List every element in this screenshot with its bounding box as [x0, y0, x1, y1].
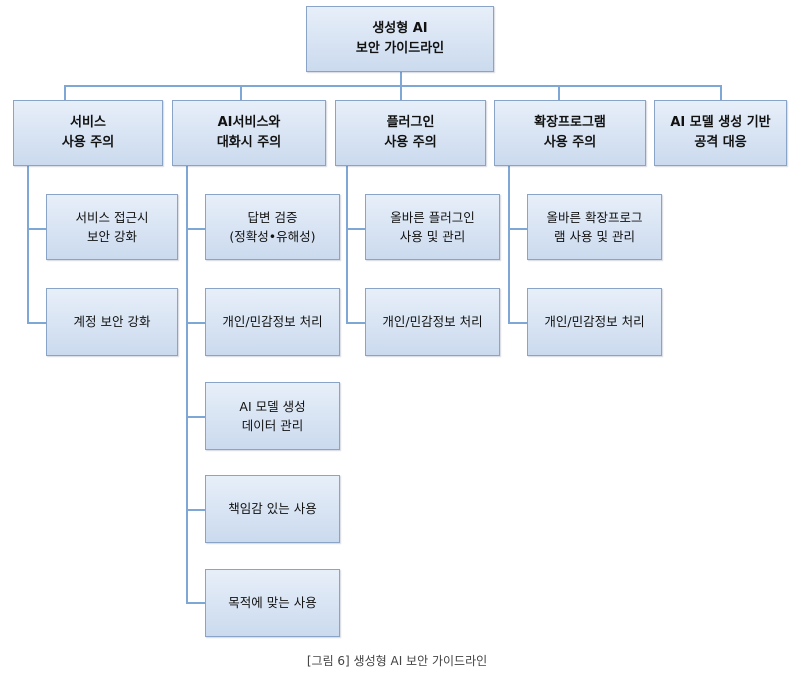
guideline-item: 올바른 확장프로그 램 사용 및 관리	[527, 194, 662, 260]
guideline-item: 서비스 접근시 보안 강화	[46, 194, 178, 260]
category-label-line-1: 플러그인	[386, 114, 435, 130]
root-title-line-1: 생성형 AI	[372, 20, 428, 36]
guideline-item: 올바른 플러그인 사용 및 관리	[365, 194, 500, 260]
connector	[720, 85, 722, 100]
connector	[346, 322, 365, 324]
item-label-line-2: 사용 및 관리	[399, 229, 466, 244]
category-label-line-2: 사용 주의	[384, 135, 437, 150]
guideline-item: 개인/민감정보 처리	[365, 288, 500, 356]
connector	[186, 166, 188, 604]
connector	[27, 322, 46, 324]
item-label-line-2: 보안 강화	[87, 229, 137, 244]
guideline-item: AI 모델 생성 데이터 관리	[205, 382, 340, 450]
item-label-line-1: 답변 검증	[247, 209, 298, 225]
item-label-line-2: 데이터 관리	[241, 418, 304, 433]
item-label-line-1: 서비스 접근시	[75, 209, 149, 225]
connector	[346, 228, 365, 230]
connector	[186, 416, 205, 418]
item-label-line-1: 올바른 플러그인	[390, 209, 475, 225]
root-node: 생성형 AI 보안 가이드라인	[306, 6, 494, 72]
category-label-line-2: 사용 주의	[543, 135, 597, 150]
guideline-item: 책임감 있는 사용	[205, 475, 340, 543]
category-label-line-2: 사용 주의	[61, 135, 115, 150]
connector	[400, 72, 402, 86]
category-service: 서비스 사용 주의	[13, 100, 163, 166]
connector	[186, 602, 205, 604]
figure-caption: [그림 6] 생성형 AI 보안 가이드라인	[306, 654, 488, 668]
guideline-item: 목적에 맞는 사용	[205, 569, 340, 637]
connector	[508, 166, 510, 324]
connector	[64, 85, 66, 100]
connector	[186, 228, 205, 230]
category-label-line-1: 서비스	[70, 114, 106, 130]
guideline-item: 개인/민감정보 처리	[205, 288, 340, 356]
connector	[186, 509, 205, 511]
item-label-line-1: 올바른 확장프로그	[546, 209, 643, 225]
item-label-line-1: 개인/민감정보 처리	[222, 314, 323, 330]
connector	[27, 228, 46, 230]
guideline-item: 계정 보안 강화	[46, 288, 178, 356]
category-label-line-1: AI서비스와	[217, 114, 281, 130]
connector	[186, 322, 205, 324]
category-ai-conversation: AI서비스와 대화시 주의	[172, 100, 326, 166]
category-label-line-2: 공격 대응	[694, 135, 747, 150]
connector	[508, 228, 527, 230]
guideline-item: 개인/민감정보 처리	[527, 288, 662, 356]
connector	[508, 322, 527, 324]
item-label-line-1: AI 모델 생성	[239, 398, 306, 414]
category-label-line-1: AI 모델 생성 기반	[670, 114, 771, 130]
item-label-line-1: 개인/민감정보 처리	[382, 314, 483, 330]
connector	[240, 85, 242, 100]
connector	[558, 85, 560, 100]
connector	[27, 166, 29, 324]
item-label-line-2: 램 사용 및 관리	[554, 229, 635, 244]
item-label-line-2: (정확성•유해성)	[229, 229, 316, 244]
category-model-attack: AI 모델 생성 기반 공격 대응	[654, 100, 787, 166]
category-extension: 확장프로그램 사용 주의	[494, 100, 646, 166]
connector	[400, 85, 402, 100]
item-label-line-1: 계정 보안 강화	[73, 314, 151, 330]
item-label-line-1: 책임감 있는 사용	[228, 501, 317, 517]
category-label-line-1: 확장프로그램	[534, 114, 606, 130]
category-label-line-2: 대화시 주의	[216, 135, 282, 150]
category-plugin: 플러그인 사용 주의	[335, 100, 486, 166]
root-title-line-2: 보안 가이드라인	[355, 41, 445, 56]
guideline-item: 답변 검증 (정확성•유해성)	[205, 194, 340, 260]
item-label-line-1: 목적에 맞는 사용	[228, 595, 317, 611]
item-label-line-1: 개인/민감정보 처리	[544, 314, 645, 330]
connector	[346, 166, 348, 324]
connector	[64, 85, 720, 87]
